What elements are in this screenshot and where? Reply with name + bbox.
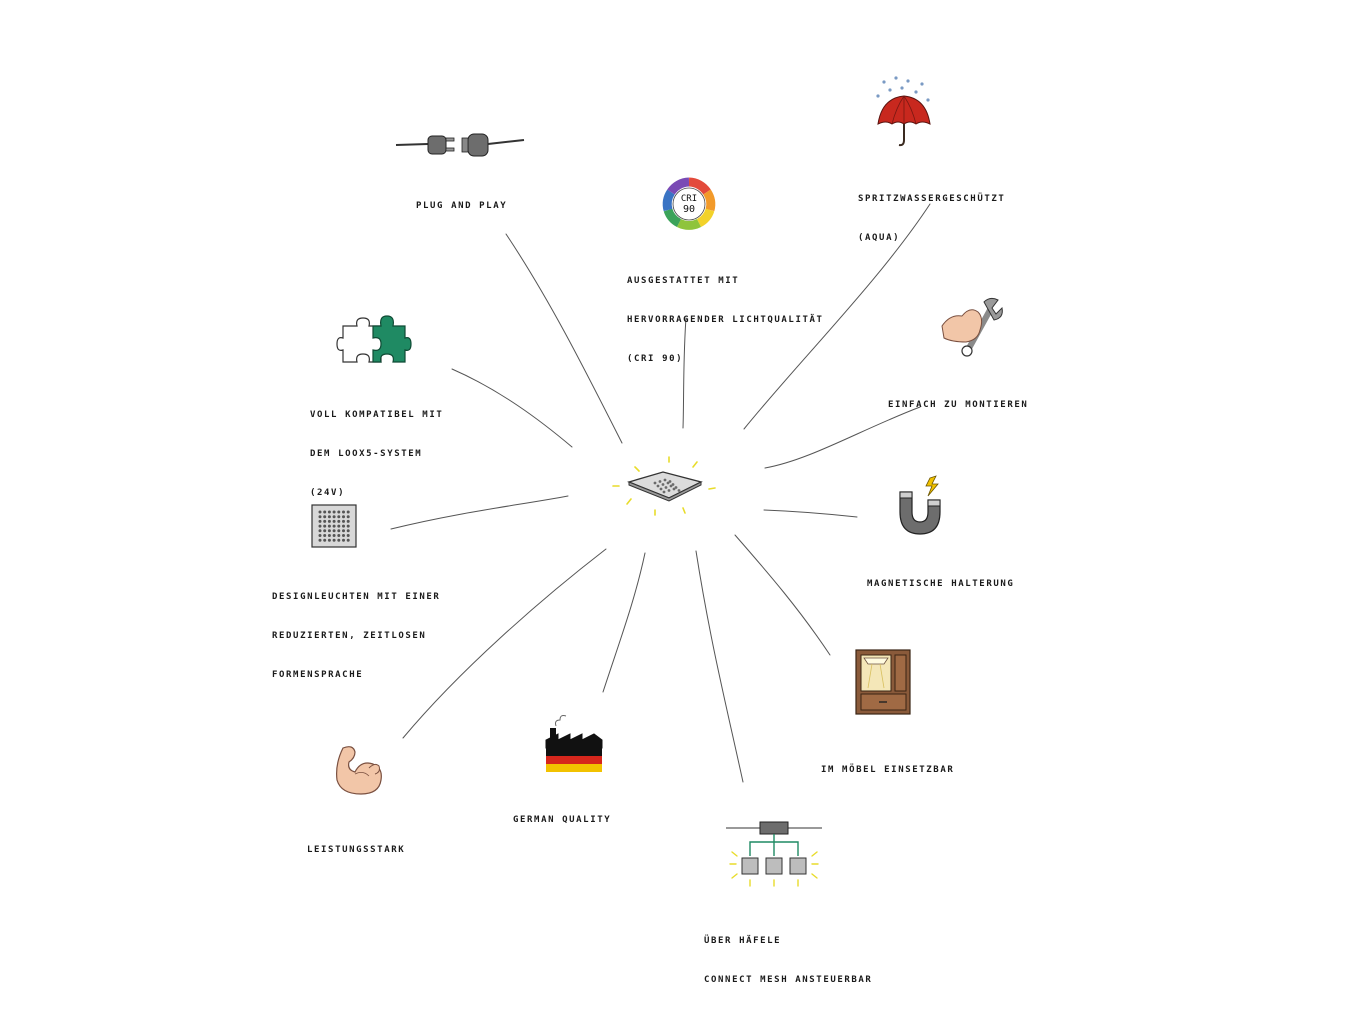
label-design: Designleuchten mit einer reduzierten, ze… bbox=[272, 592, 441, 680]
magnet-icon bbox=[899, 475, 941, 535]
connector-furniture bbox=[734, 534, 831, 656]
connector-aqua bbox=[743, 203, 931, 430]
label-plug-and-play: Plug and Play bbox=[416, 201, 508, 211]
cri-badge-line2: 90 bbox=[683, 204, 695, 215]
puzzle-icon bbox=[336, 315, 412, 363]
muscle-arm-icon bbox=[336, 746, 382, 795]
label-german-quality: German Quality bbox=[513, 815, 612, 825]
label-compatible: Voll kompatibel mit dem LOOX5-System (24… bbox=[310, 410, 444, 498]
wrench-hand-icon bbox=[941, 297, 1003, 357]
connector-compatible bbox=[451, 368, 573, 448]
color-wheel-icon: CRI 90 bbox=[662, 177, 716, 230]
connector-mount bbox=[764, 406, 921, 469]
label-magnet: Magnetische Halterung bbox=[867, 579, 1015, 589]
factory-flag-icon bbox=[545, 715, 603, 772]
connector-strong bbox=[402, 548, 607, 739]
connector-mesh bbox=[695, 550, 744, 783]
cabinet-icon bbox=[855, 649, 911, 715]
label-furniture: Im Möbel einsetzbar bbox=[821, 765, 955, 775]
connector-cri bbox=[682, 317, 687, 429]
mesh-network-icon bbox=[726, 821, 822, 887]
label-strong: Leistungsstark bbox=[307, 845, 406, 855]
design-light-icon bbox=[311, 504, 357, 548]
connector-magnet bbox=[763, 509, 858, 518]
label-mesh: Über Häfele Connect Mesh ansteuerbar bbox=[704, 936, 873, 985]
led-panel-light-icon bbox=[612, 456, 716, 516]
plug-icon bbox=[395, 133, 525, 157]
umbrella-icon bbox=[876, 76, 931, 147]
label-aqua: Spritzwassergeschützt (AQUA) bbox=[858, 194, 1006, 243]
connector-german bbox=[602, 552, 646, 693]
connector-design bbox=[390, 495, 569, 530]
connector-plug bbox=[505, 233, 623, 444]
cri-badge-line1: CRI bbox=[681, 194, 697, 204]
label-cri: Ausgestattet mit hervorragender Lichtqua… bbox=[627, 276, 824, 364]
label-mount: Einfach zu montieren bbox=[888, 400, 1029, 410]
